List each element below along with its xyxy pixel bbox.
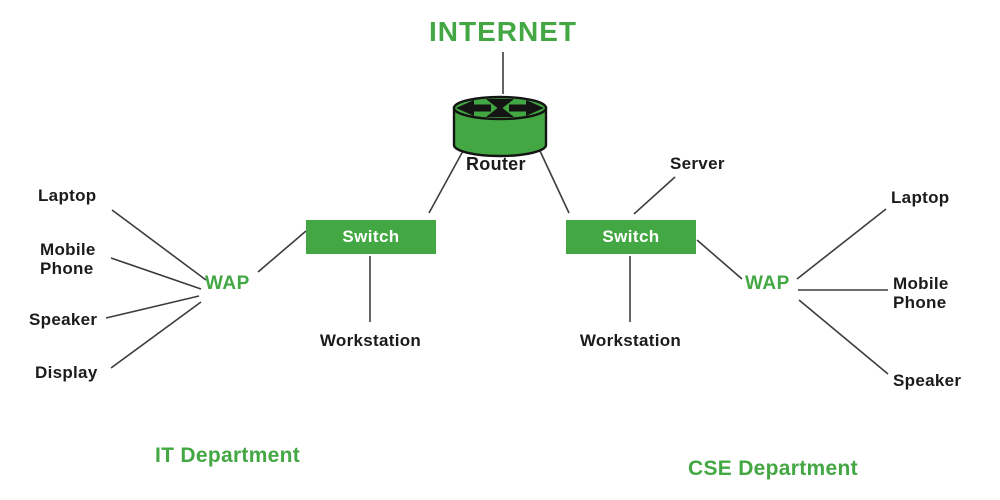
line-switch-right-to-wap [696,239,743,280]
line-switch-left-to-wap [257,230,307,273]
router-label: Router [466,154,526,174]
device-laptop-right-label: Laptop [891,188,950,207]
line-router-to-switch-left [428,150,464,214]
switch-left: Switch [306,220,436,254]
switch-left-label: Switch [342,227,400,246]
line-wap-left-to-display [110,301,202,369]
wap-left-label: WAP [205,273,250,294]
line-wap-left-to-laptop [111,209,207,281]
department-right-label: CSE Department [688,457,858,480]
line-router-to-switch-right [539,150,570,214]
workstation-left-label: Workstation [319,331,422,350]
switch-right: Switch [566,220,696,254]
department-left-label: IT Department [155,444,301,467]
line-wap-right-to-speaker [798,299,889,375]
device-mobile-right-label: Mobile Phone [893,274,949,312]
device-speaker-left-label: Speaker [29,310,98,329]
wap-right-label: WAP [745,273,790,294]
switch-right-label: Switch [602,227,660,246]
internet-label: INTERNET [429,16,577,47]
line-wap-left-to-speaker [105,295,200,319]
line-wap-left-to-mobile [110,257,202,290]
device-display-left-label: Display [35,363,98,382]
device-speaker-right-label: Speaker [893,371,962,390]
device-laptop-left-label: Laptop [38,186,97,205]
server-label: Server [670,154,725,173]
line-server-to-switch-right [633,176,676,215]
workstation-right-label: Workstation [579,331,682,350]
line-wap-right-to-laptop [796,208,887,280]
router-icon [452,95,548,158]
device-mobile-left-label: Mobile Phone [40,240,96,278]
